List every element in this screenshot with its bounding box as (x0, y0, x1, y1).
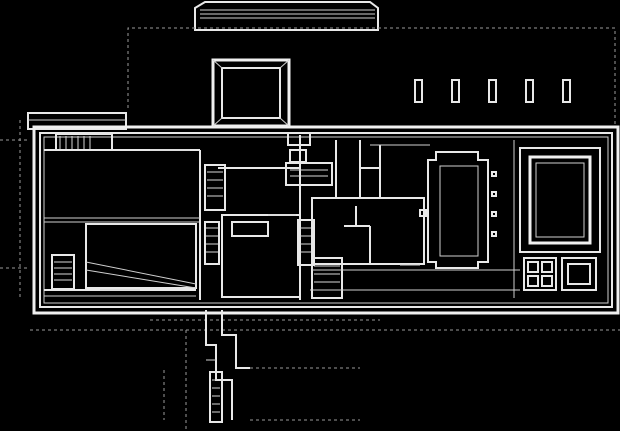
annotation-ticks (100, 149, 420, 291)
entry-annex (27, 112, 127, 130)
roof-block (194, 1, 379, 31)
south-ramp (163, 310, 360, 431)
pool (513, 140, 601, 298)
left-hall (44, 133, 200, 297)
east-central-rooms (310, 140, 520, 291)
main-building-outline (32, 125, 620, 315)
stair-core (297, 219, 343, 299)
roof-lights (414, 79, 571, 103)
site-boundary (0, 27, 620, 331)
inner-courtyard (419, 151, 497, 269)
central-rooms (199, 132, 333, 300)
service-rooms (523, 257, 597, 291)
